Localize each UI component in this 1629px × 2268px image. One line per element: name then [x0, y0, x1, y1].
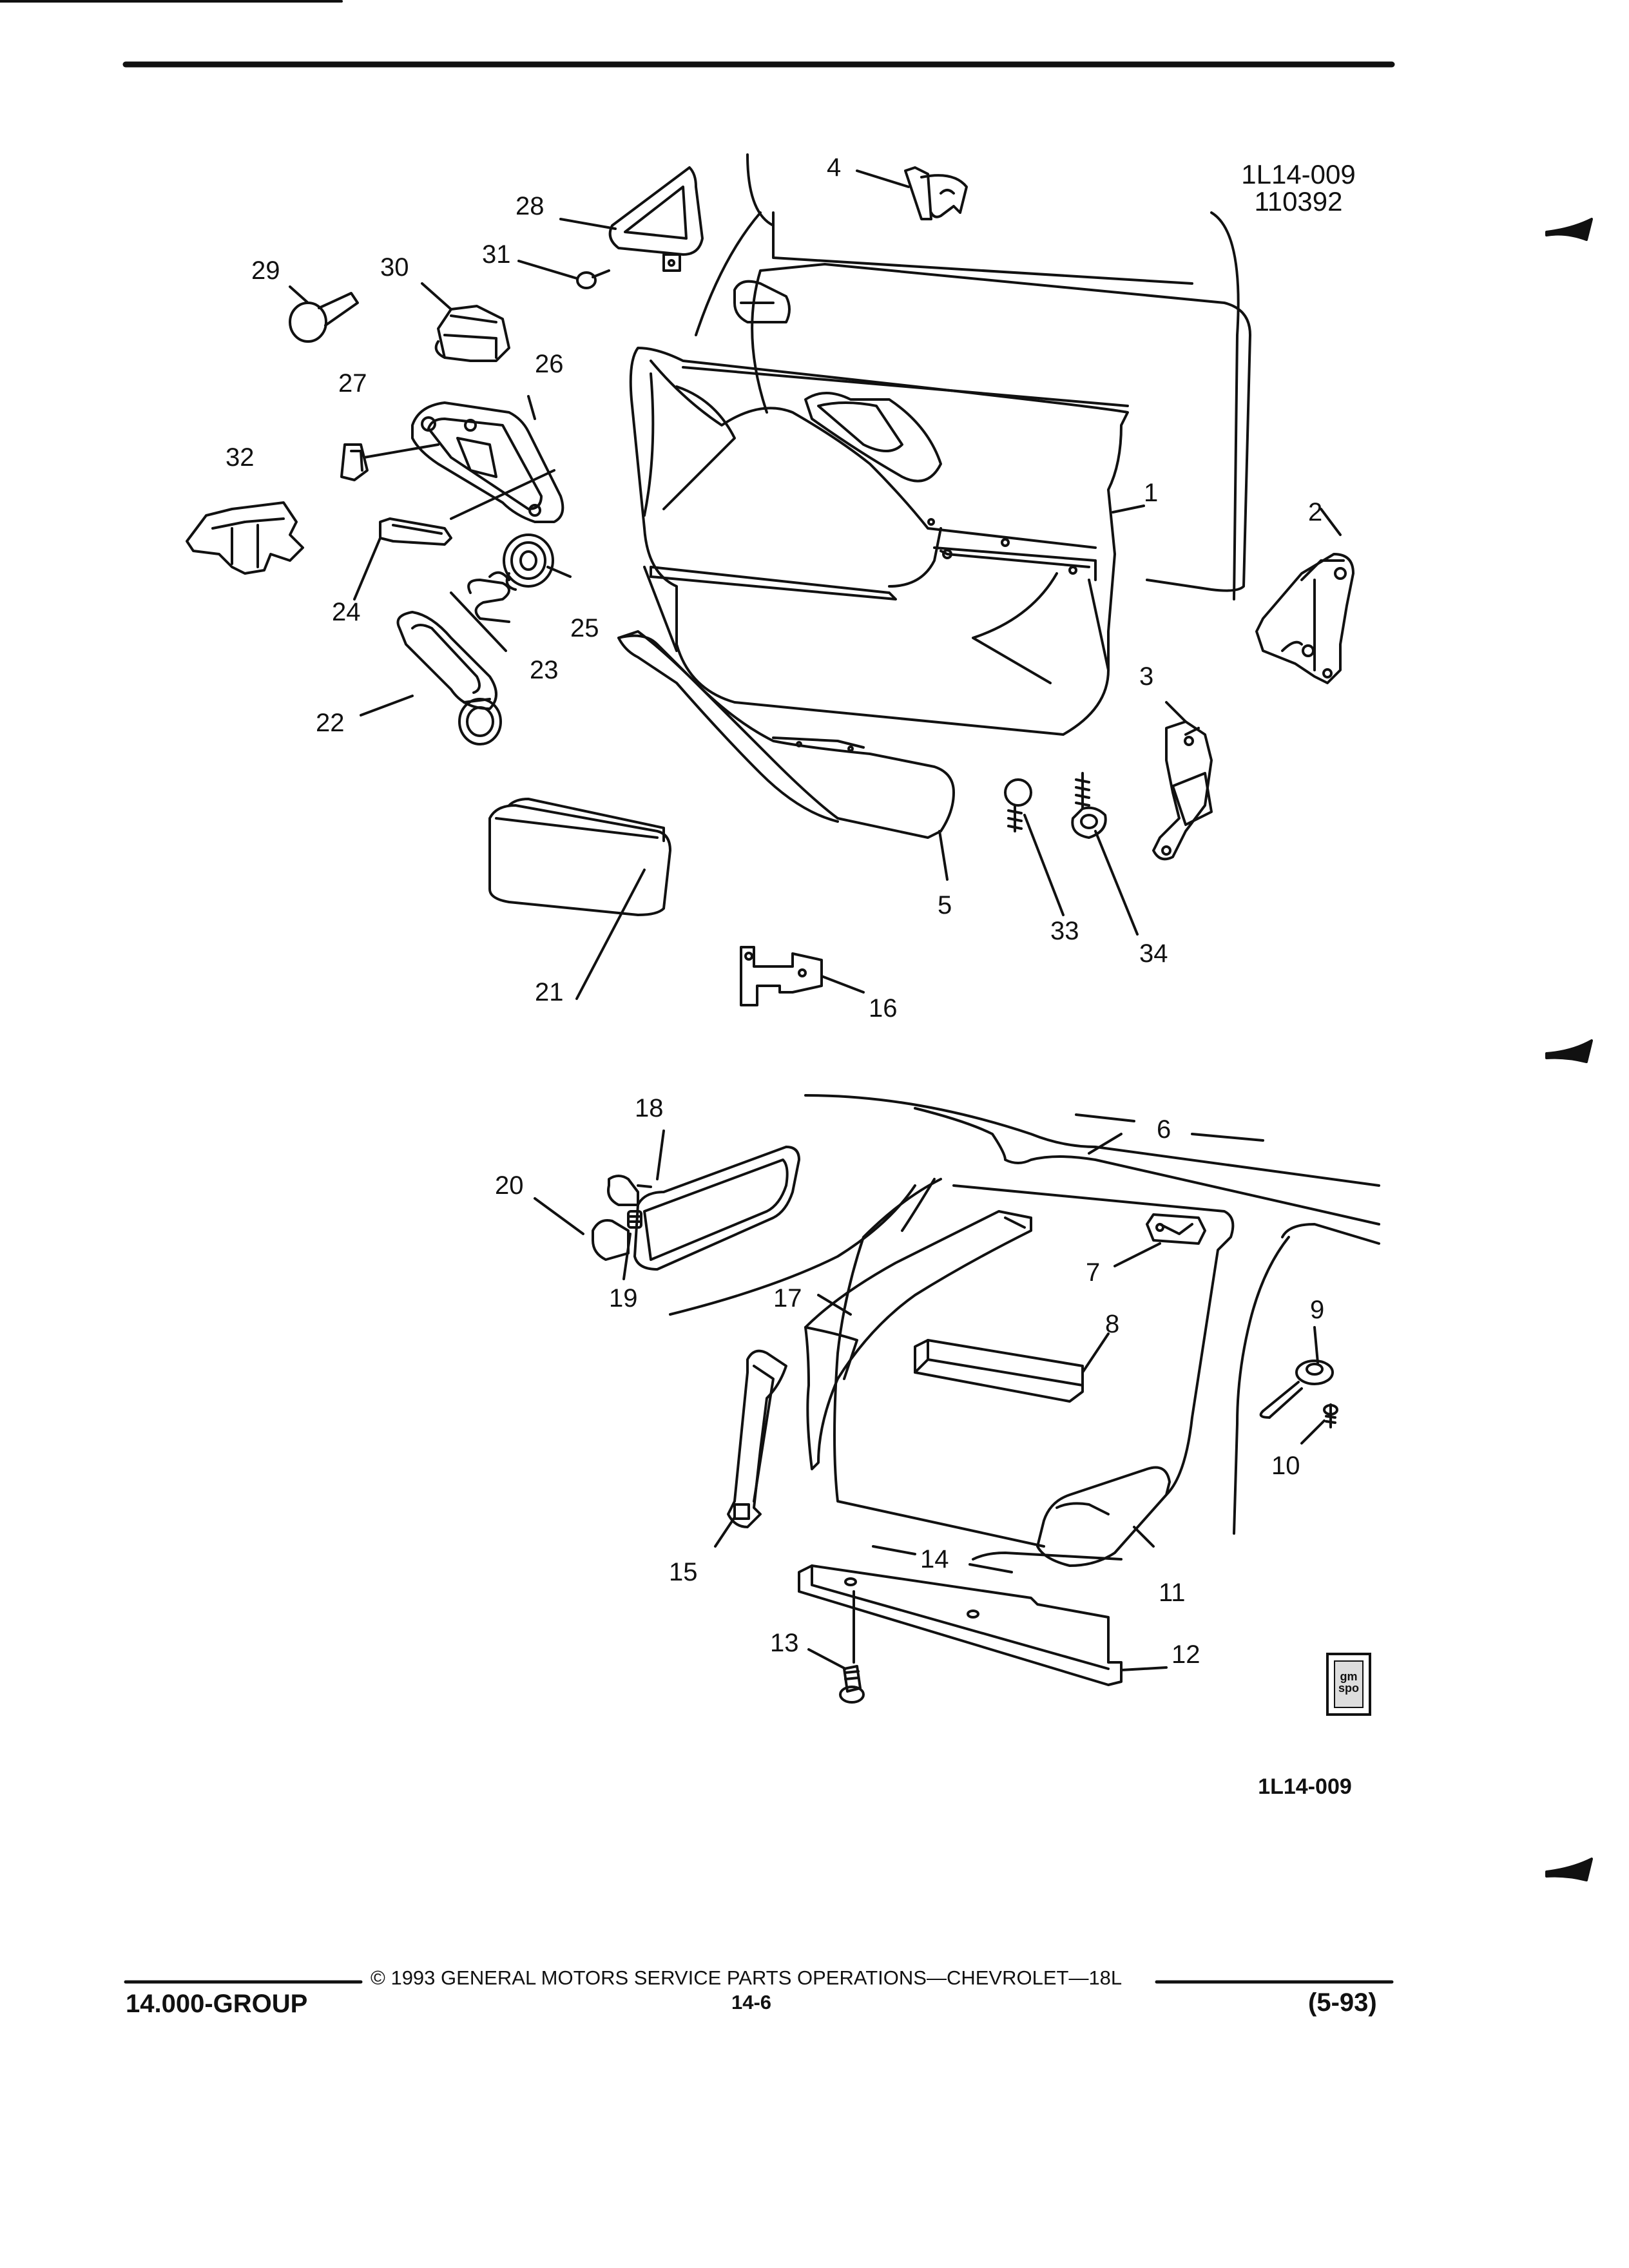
callout-26: 26 — [535, 350, 564, 378]
handle-bezel-26 — [411, 401, 564, 523]
leader-lines — [289, 169, 1342, 1671]
callout-27: 27 — [338, 369, 367, 398]
bezel-28 — [608, 166, 704, 272]
mirror-18 — [607, 1146, 800, 1271]
screw-10 — [1323, 1403, 1338, 1428]
armrest-11 — [1036, 1466, 1171, 1567]
binder-mark-2 — [1545, 1039, 1593, 1063]
molding-6 — [1075, 1113, 1264, 1142]
bracket-16 — [740, 946, 823, 1006]
callout-24: 24 — [332, 598, 361, 626]
figure-id-top: 1L14-009 — [1241, 159, 1356, 189]
callout-18: 18 — [635, 1094, 664, 1122]
gm-spo-logo-text: gm spo — [1334, 1660, 1364, 1708]
callout-25: 25 — [570, 614, 599, 642]
callout-7: 7 — [1086, 1258, 1101, 1287]
callout-14: 14 — [920, 1545, 949, 1573]
sill-plate-12 — [798, 1564, 1123, 1686]
callout-5: 5 — [938, 891, 952, 919]
window-crank-22 — [396, 611, 502, 745]
callout-21: 21 — [535, 978, 564, 1006]
spring-23 — [467, 571, 510, 623]
callout-1: 1 — [1144, 479, 1159, 507]
insert-21 — [488, 798, 671, 916]
callout-9: 9 — [1310, 1296, 1325, 1324]
footer-group: 14.000-GROUP — [126, 1990, 308, 2018]
callout-19: 19 — [609, 1284, 638, 1312]
grommet-9 — [1259, 1360, 1334, 1419]
callout-34: 34 — [1139, 939, 1168, 968]
binder-mark-1 — [1545, 218, 1593, 241]
brace-15 — [727, 1349, 787, 1528]
callout-16: 16 — [869, 994, 898, 1023]
bearing-25 — [503, 533, 554, 591]
screw-13 — [839, 1665, 865, 1704]
callout-6: 6 — [1157, 1115, 1171, 1144]
callout-8: 8 — [1105, 1310, 1120, 1338]
binder-mark-3 — [1545, 1858, 1593, 1881]
callout-32: 32 — [226, 443, 255, 472]
striker-7 — [1146, 1213, 1206, 1245]
callout-28: 28 — [516, 192, 545, 220]
clip-32 — [186, 501, 304, 575]
retainer-33 — [1004, 778, 1032, 832]
molding-8 — [914, 1339, 1084, 1403]
callout-10: 10 — [1271, 1452, 1300, 1480]
callout-29: 29 — [251, 256, 280, 285]
callout-20: 20 — [495, 1171, 524, 1200]
pad-20 — [592, 1219, 630, 1261]
footer-date: (5-93) — [1308, 1988, 1377, 2017]
callout-23: 23 — [530, 656, 559, 684]
callout-13: 13 — [770, 1629, 799, 1657]
footer-copyright: © 1993 GENERAL MOTORS SERVICE PARTS OPER… — [371, 1966, 1123, 1989]
molding-14 — [872, 1545, 1013, 1573]
clip-27 — [340, 443, 369, 481]
screw-19 — [627, 1210, 642, 1229]
callout-12: 12 — [1171, 1640, 1200, 1669]
callout-11: 11 — [1159, 1579, 1186, 1607]
lever-24 — [379, 517, 452, 546]
reinforcement-2 — [1255, 553, 1354, 684]
callout-2: 2 — [1308, 498, 1323, 526]
quarter-panel-outline — [669, 1094, 1380, 1561]
callout-30: 30 — [380, 253, 409, 282]
switch-30 — [434, 305, 510, 362]
gm-spo-logo: gm spo — [1326, 1653, 1371, 1716]
bracket-3 — [1152, 720, 1213, 861]
callout-31: 31 — [482, 240, 511, 269]
figure-id-bottom: 1L14-009 — [1258, 1774, 1352, 1799]
door-trim-panel-1 — [629, 347, 1129, 736]
callout-22: 22 — [316, 709, 345, 737]
screw-31 — [576, 269, 610, 289]
figure-date-code: 110392 — [1254, 186, 1343, 216]
callout-17: 17 — [773, 1284, 802, 1312]
door-frame-outline — [695, 153, 1251, 601]
callout-4: 4 — [827, 153, 842, 182]
pillar-trim-17 — [804, 1210, 1032, 1470]
callout-15: 15 — [669, 1558, 698, 1586]
screw-34 — [1071, 772, 1107, 839]
clip-4 — [904, 166, 968, 220]
knob-29 — [289, 292, 359, 343]
callout-3: 3 — [1139, 662, 1154, 691]
callout-33: 33 — [1050, 917, 1079, 945]
armrest-5 — [617, 630, 955, 839]
footer-page-number: 14-6 — [731, 1991, 772, 2013]
